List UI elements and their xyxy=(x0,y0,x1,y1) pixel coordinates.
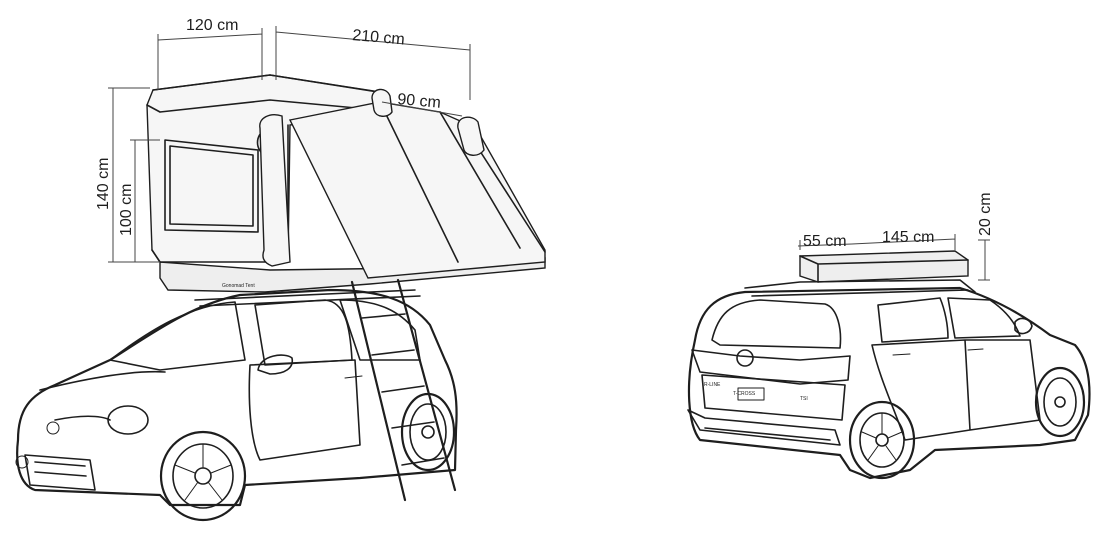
dim-55cm: 55 cm xyxy=(803,233,847,250)
suv-front-wheel xyxy=(1034,366,1086,438)
suv-roof-rails xyxy=(744,279,976,297)
car-hood-line xyxy=(39,370,166,421)
car-side-window xyxy=(254,299,353,366)
suv-rear-wheel xyxy=(848,400,916,480)
dim-100cm: 100 cm xyxy=(118,184,135,236)
dim-140cm: 140 cm xyxy=(95,158,112,210)
suv-engine-badge: TSI xyxy=(800,396,808,402)
front-wheel xyxy=(159,430,247,522)
dim-145cm: 145 cm xyxy=(882,229,934,246)
car-door xyxy=(248,359,361,461)
tent-top-tube xyxy=(146,74,379,113)
right-suv-with-closed-tent: T-CROSS R-LINE TSI 55 cm 145 cm 20 cm xyxy=(687,192,1091,480)
left-car-with-tent: Gonomad Tent xyxy=(15,17,546,522)
suv-rear-window xyxy=(711,299,842,349)
awning-mid-tube xyxy=(371,88,393,117)
car-grille xyxy=(24,454,96,491)
dim-210cm: 210 cm xyxy=(352,27,406,49)
suv-tailgate xyxy=(701,374,846,421)
suv-door-handles xyxy=(892,348,984,356)
suv-logo xyxy=(736,349,754,367)
suv-mirror xyxy=(1014,317,1033,335)
suv-side-window-front xyxy=(947,297,1021,339)
suv-doors xyxy=(871,339,1041,441)
suv-rear-bumper xyxy=(687,409,841,446)
fog-lamp xyxy=(15,455,29,469)
closed-tent-box-top xyxy=(799,255,969,283)
left-dimensions xyxy=(108,26,471,263)
car-logo xyxy=(46,421,60,435)
suv-plate xyxy=(737,387,765,401)
closed-tent-box xyxy=(799,250,969,283)
dim-20cm: 20 cm xyxy=(977,192,994,236)
dim-120cm: 120 cm xyxy=(186,17,238,34)
tent-ladder xyxy=(350,278,457,502)
door-handle xyxy=(344,375,363,379)
right-dimensions xyxy=(797,234,990,281)
side-mirror xyxy=(257,354,294,375)
tent-brand-label: Gonomad Tent xyxy=(222,283,255,289)
tent-window-frame xyxy=(164,139,259,233)
small-car-outline xyxy=(16,288,458,507)
awning-end-tube xyxy=(457,116,485,156)
roof-bars xyxy=(194,289,421,307)
dim-90cm: 90 cm xyxy=(397,91,442,112)
suv-model-badge: T-CROSS xyxy=(733,391,756,397)
suv-side-window-rear xyxy=(877,297,949,343)
car-windshield xyxy=(109,301,246,371)
tent-front-tube xyxy=(259,114,291,267)
tent-awning xyxy=(288,101,546,279)
suv-trim-badge: R-LINE xyxy=(704,382,721,388)
car-headlight xyxy=(107,405,149,435)
suv-tail-lights xyxy=(691,349,851,385)
suv-outline xyxy=(687,286,1091,480)
